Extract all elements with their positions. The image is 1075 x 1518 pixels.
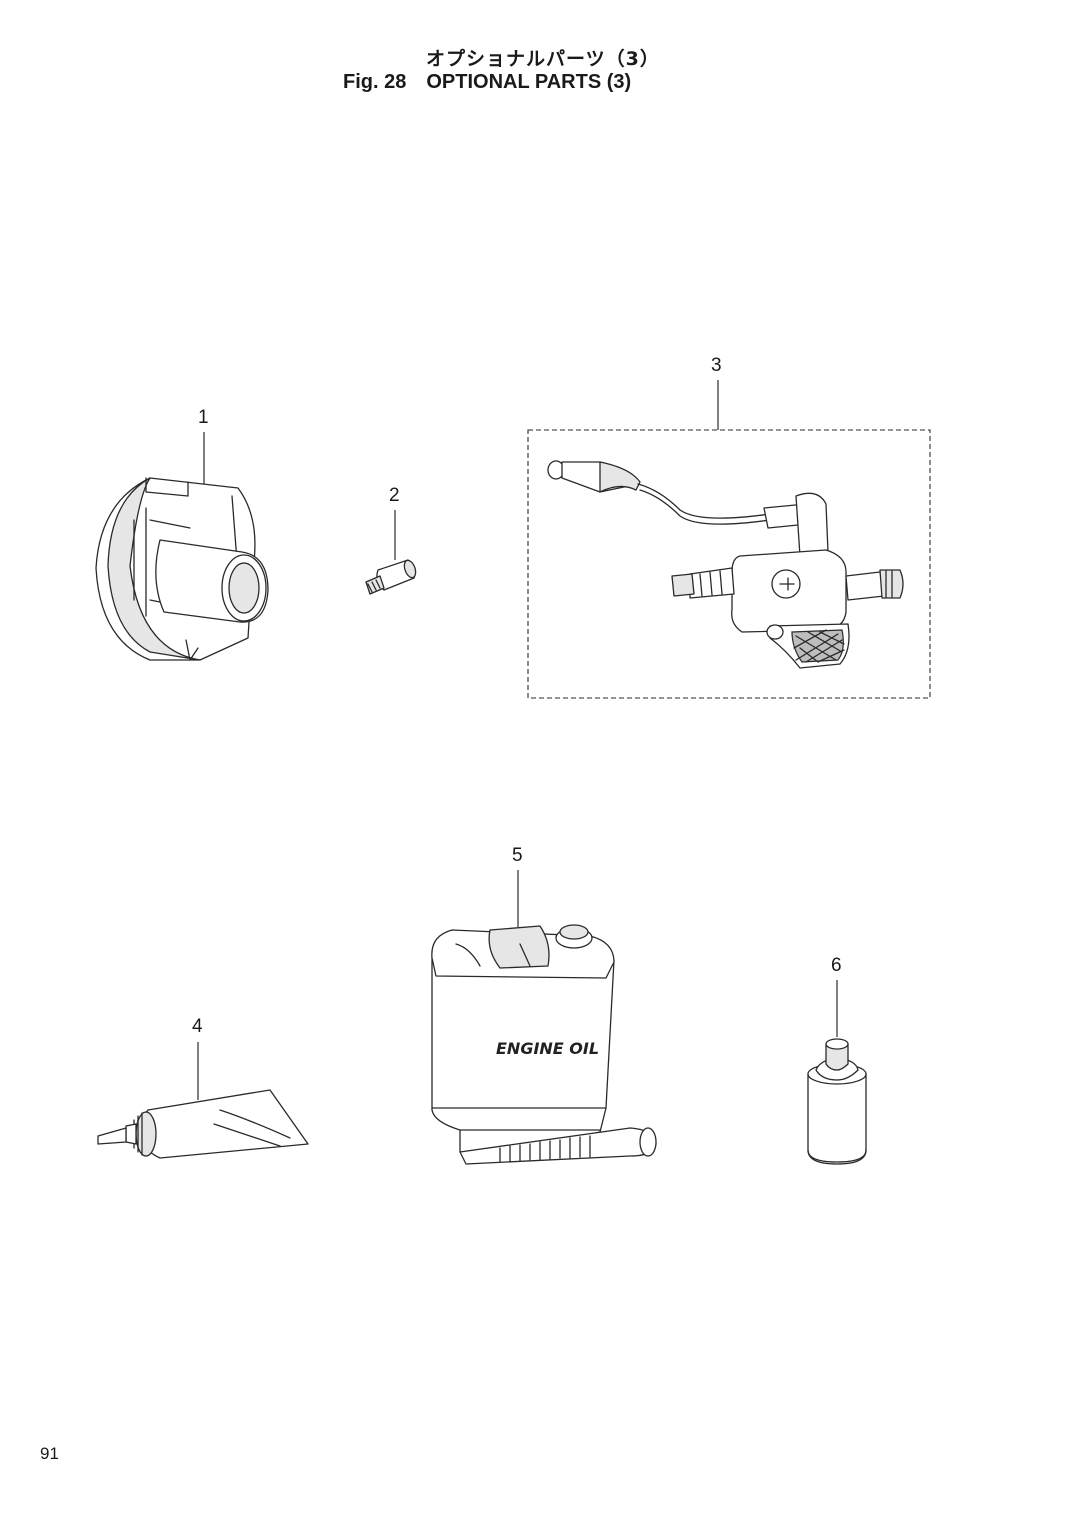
nozzle-tip-icon	[365, 559, 417, 595]
oil-canister-icon: ENGINE OIL	[431, 924, 657, 1165]
figure-number: Fig. 28	[343, 71, 407, 93]
canister-label: ENGINE OIL	[496, 1039, 599, 1058]
callout-6: 6	[831, 955, 842, 976]
page-title-jp: オプショナルパーツ（3）	[426, 48, 660, 70]
callout-3: 3	[711, 355, 722, 376]
small-can-icon	[807, 1038, 867, 1165]
callout-5: 5	[512, 845, 523, 866]
grease-tube-icon	[97, 1089, 309, 1159]
callout-4: 4	[192, 1016, 203, 1037]
callout-1: 1	[198, 407, 209, 428]
callout-2: 2	[389, 485, 400, 506]
figure-title: OPTIONAL PARTS (3)	[426, 71, 632, 93]
page-number: 91	[40, 1444, 59, 1463]
spray-gun-kit-icon	[527, 429, 931, 699]
page-title-en: Fig. 28 OPTIONAL PARTS (3)	[343, 71, 631, 94]
ring-adapter-icon	[95, 477, 269, 661]
